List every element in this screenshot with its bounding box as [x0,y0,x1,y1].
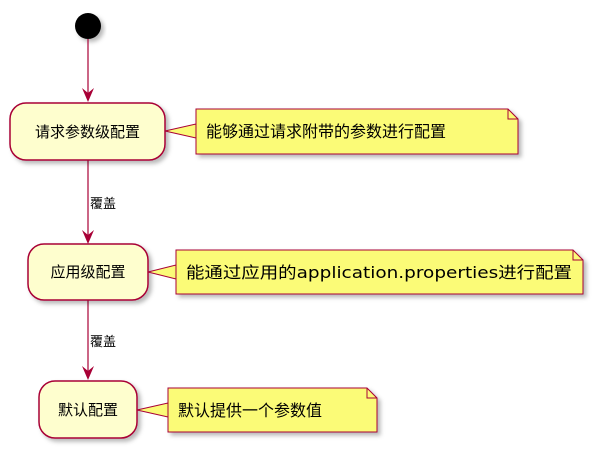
note-text: 能通过应用的application.properties进行配置 [186,263,572,282]
activity-label: 默认配置 [58,401,118,419]
activity-label: 请求参数级配置 [35,123,140,141]
activity-label: 应用级配置 [50,263,125,281]
activity-request-config: 请求参数级配置 [9,102,166,161]
note-text: 能够通过请求附带的参数进行配置 [206,122,446,141]
note-text: 默认提供一个参数值 [178,401,322,420]
note-request-config: 能够通过请求附带的参数进行配置 [164,108,519,155]
note-default-config: 默认提供一个参数值 [136,387,378,433]
activity-application-config: 应用级配置 [27,243,149,301]
edge-start-to-request [82,39,94,102]
start-node [75,13,101,39]
activity-default-config: 默认配置 [38,380,138,439]
note-application-config: 能通过应用的application.properties进行配置 [147,249,584,295]
edge-request-to-application: 覆盖 [82,160,116,244]
edge-label-cover-1: 覆盖 [90,197,116,212]
edge-label-cover-2: 覆盖 [90,335,116,350]
edge-application-to-default: 覆盖 [82,300,116,380]
